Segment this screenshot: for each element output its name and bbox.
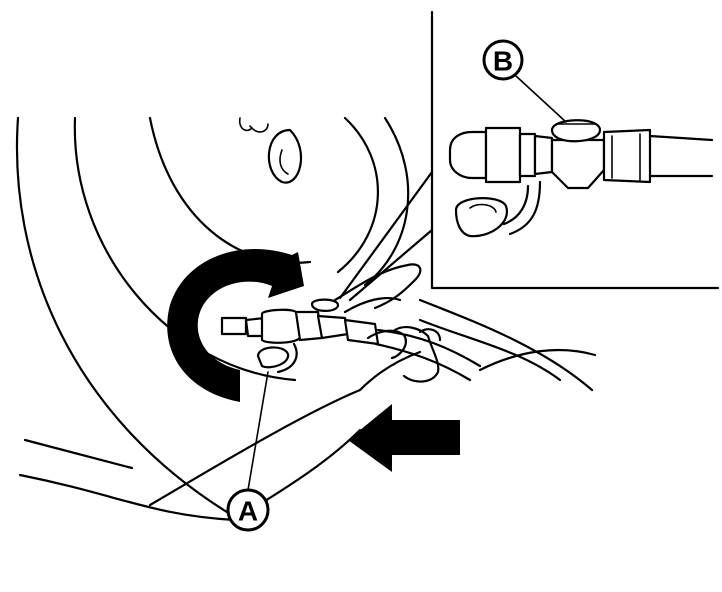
body-panel	[18, 298, 597, 522]
inset-coupler	[448, 119, 714, 238]
detail-inset	[338, 10, 720, 302]
hands	[333, 263, 442, 383]
wheel-arch	[15, 116, 410, 522]
direction-arrow	[348, 404, 460, 472]
fuel-line-coupler	[220, 298, 482, 382]
callout-a: A	[226, 371, 270, 532]
callout-a-label: A	[238, 496, 258, 527]
callout-b: B	[482, 39, 567, 123]
rotation-arrow	[167, 249, 304, 402]
callout-b-label: B	[493, 46, 513, 77]
